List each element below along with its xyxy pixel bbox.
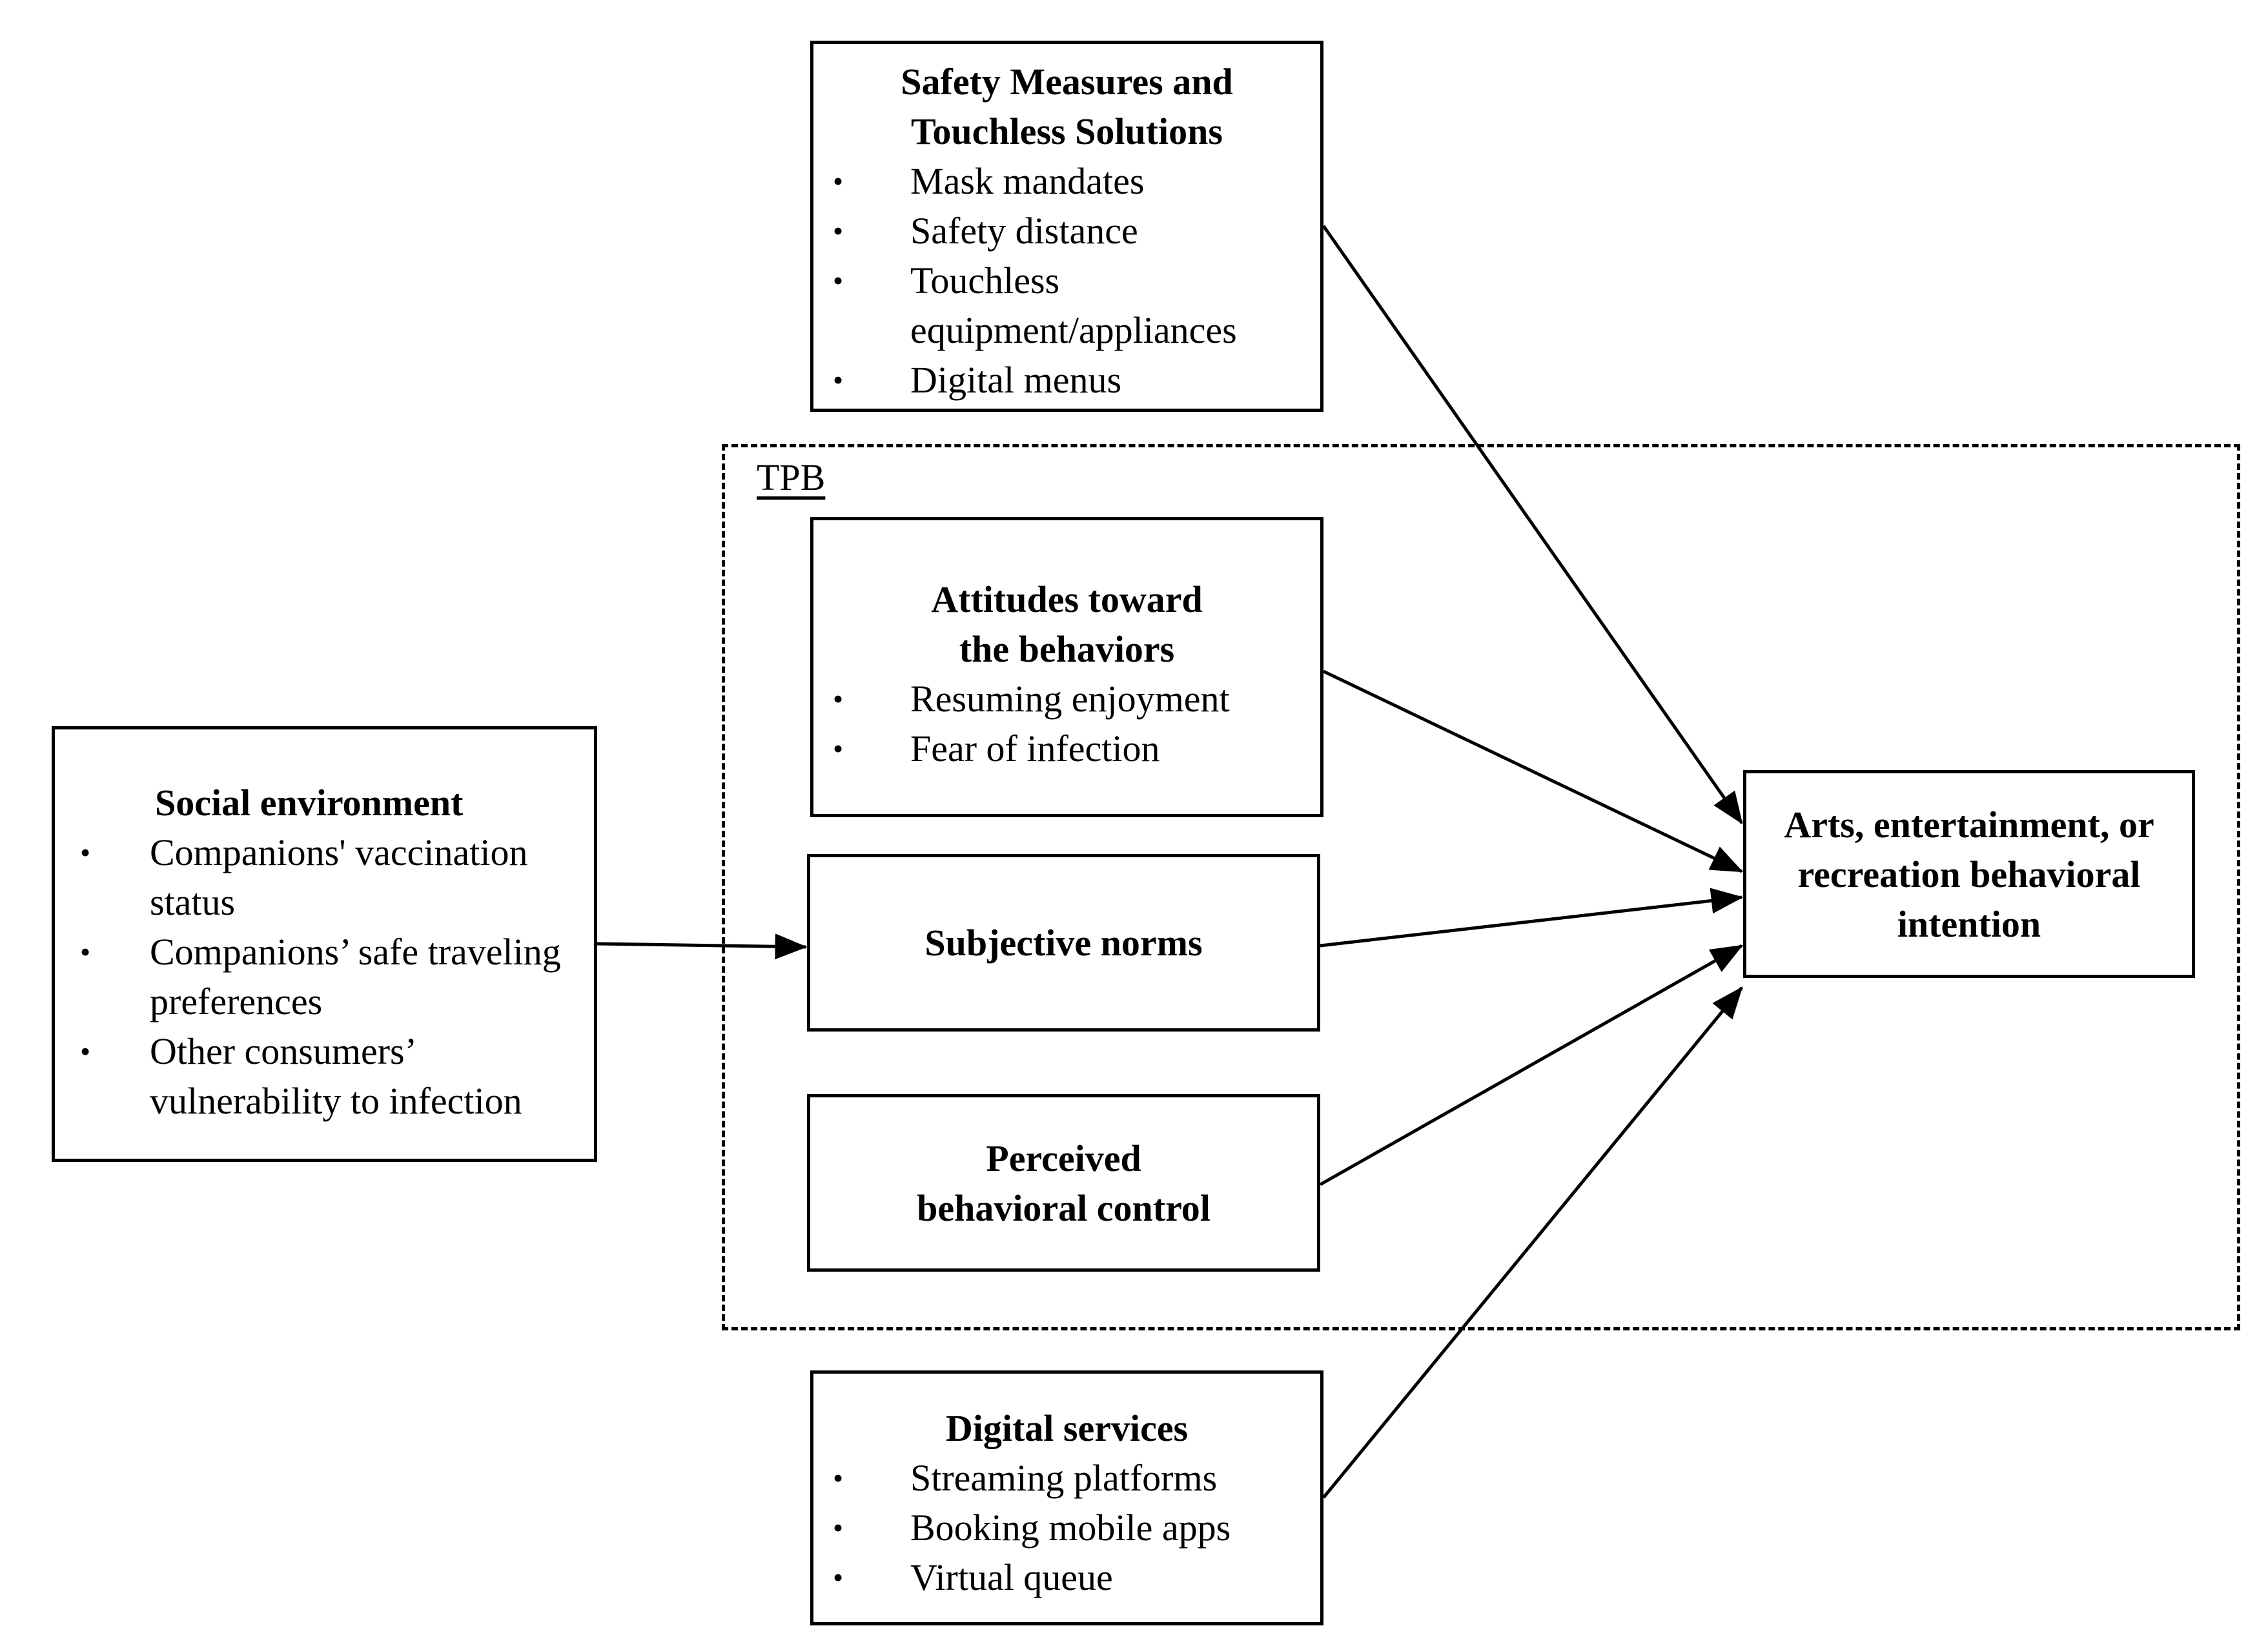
list-item: • Resuming enjoyment [833,674,1298,724]
list-item: • Mask mandates [833,156,1298,206]
bullet-icon: • [833,1461,844,1494]
list-item: • Streaming platforms [833,1453,1298,1503]
list-item-text: Companions' vaccination status [150,831,528,923]
arrow-digital-to-intention [1322,986,1743,1499]
list-item: • Touchless equipment/appliances [833,256,1298,355]
list-item-text: Safety distance [910,210,1138,252]
social-environment-list: • Companions' vaccination status • Compani… [80,828,569,1126]
arrow-safety-to-intention [1322,225,1744,825]
subjective-norms-box: Subjective norms [807,854,1320,1032]
bullet-icon: • [833,1511,844,1544]
bullet-icon: • [80,836,91,869]
arrow-perceived-to-intention [1319,944,1744,1186]
list-item-text: Virtual queue [910,1556,1113,1598]
attitudes-title: Attitudes toward the behaviors [931,578,1203,670]
list-item: • Other consumers’ vulnerability to infec… [80,1026,569,1126]
list-item-text: Touchless equipment/appliances [910,259,1237,351]
list-item-text: Mask mandates [910,160,1145,202]
safety-measures-box: Safety Measures and Touchless Solutions … [810,41,1323,412]
bullet-icon: • [833,214,844,247]
digital-services-list: • Streaming platforms • Booking mobile app… [833,1453,1298,1602]
behavioral-intention-box: Arts, entertainment, or recreation behav… [1743,770,2195,978]
bullet-icon: • [80,1035,91,1068]
social-environment-title: Social environment [155,782,464,824]
social-environment-box: Social environment • Companions' vaccinat… [52,726,597,1162]
bullet-icon: • [833,732,844,765]
list-item-text: Fear of infection [910,727,1160,769]
safety-measures-list: • Mask mandates • Safety distance • Touchle… [833,156,1298,405]
list-item: • Fear of infection [833,724,1298,773]
list-item-text: Companions’ safe traveling preferences [150,931,561,1022]
tpb-label: TPB [757,456,826,498]
list-item: • Digital menus [833,355,1298,405]
bullet-icon: • [80,935,91,968]
digital-services-title: Digital services [945,1407,1189,1449]
list-item: • Companions' vaccination status [80,828,569,927]
list-item-text: Resuming enjoyment [910,678,1230,720]
subjective-norms-title: Subjective norms [925,922,1203,964]
digital-services-box: Digital services • Streaming platforms • B… [810,1370,1323,1625]
arrow-subjective-to-intention [1320,888,1744,948]
tpb-group-frame [722,444,2240,1330]
bullet-icon: • [833,165,844,198]
behavioral-intention-title: Arts, entertainment, or recreation behav… [1784,803,2154,945]
attitudes-box: Attitudes toward the behaviors • Resuming… [810,517,1323,817]
list-item-text: Streaming platforms [910,1457,1218,1499]
attitudes-list: • Resuming enjoyment • Fear of infection [833,674,1298,773]
list-item-text: Other consumers’ vulnerability to infect… [150,1030,522,1122]
list-item-text: Booking mobile apps [910,1507,1231,1549]
perceived-control-title: Perceived behavioral control [917,1137,1211,1229]
safety-measures-title: Safety Measures and Touchless Solutions [901,61,1233,152]
list-item: • Booking mobile apps [833,1503,1298,1552]
list-item: • Safety distance [833,206,1298,256]
bullet-icon: • [833,682,844,715]
list-item-text: Digital menus [910,359,1122,401]
bullet-icon: • [833,1561,844,1594]
bullet-icon: • [833,363,844,396]
arrow-social-to-subjective [597,933,808,960]
arrow-attitudes-to-intention [1322,669,1744,873]
bullet-icon: • [833,264,844,297]
perceived-control-box: Perceived behavioral control [807,1094,1320,1272]
list-item: • Companions’ safe traveling preferences [80,927,569,1026]
list-item: • Virtual queue [833,1552,1298,1602]
